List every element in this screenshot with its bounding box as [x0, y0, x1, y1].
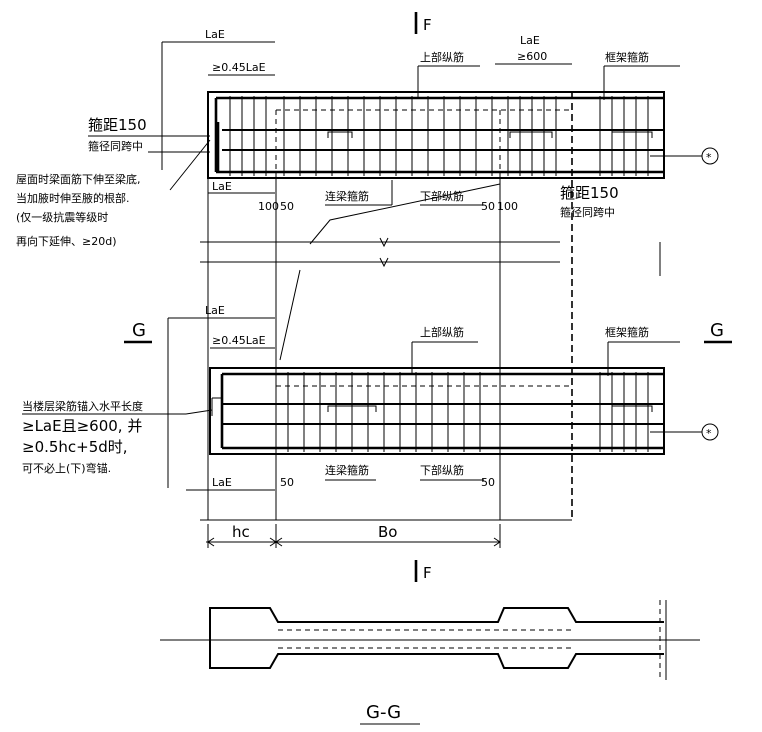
upper-dim-100-right: 100 — [497, 200, 518, 213]
lower-coupling-stirrup-label: 连梁箍筋 — [325, 463, 369, 477]
lower-lae-top-label: LaE — [205, 304, 225, 317]
floor-note-line-2: ≥LaE且≥600, 并 — [22, 417, 142, 435]
lower-dim-50-right: 50 — [481, 476, 495, 489]
lower-top-bar-label: 上部纵筋 — [420, 325, 464, 339]
floor-note: 当楼层梁筋锚入水平长度 ≥LaE且≥600, 并 ≥0.5hc+5d时, 可不必… — [22, 399, 213, 475]
upper-lae-right-label: LaE — [520, 34, 540, 47]
upper-stirrup-spacing-right-label: 箍距150 — [560, 184, 619, 202]
floor-note-line-3: ≥0.5hc+5d时, — [22, 438, 128, 456]
upper-stirrups — [229, 96, 649, 176]
floor-note-line-4: 可不必上(下)弯锚. — [22, 461, 111, 475]
lower-lae-bottom-label: LaE — [212, 476, 232, 489]
section-mark-f-bottom: F — [414, 560, 432, 582]
upper-top-bar-label: 上部纵筋 — [420, 50, 464, 64]
lower-bottom-bar-label: 下部纵筋 — [420, 463, 464, 477]
roof-note-line-1: 屋面时梁面筋下伸至梁底, — [16, 172, 141, 186]
upper-callout-star: * — [706, 151, 712, 164]
floor-note-line-1: 当楼层梁筋锚入水平长度 — [22, 399, 143, 413]
lower-callout-star: * — [706, 427, 712, 440]
upper-stirrup-diameter-left-label: 箍径同跨中 — [88, 139, 143, 153]
upper-coupling-stirrup-label: 连梁箍筋 — [325, 189, 369, 203]
roof-note-line-4: 再向下延伸、≥20d) — [16, 234, 117, 248]
upper-dim-50-left: 50 — [280, 200, 294, 213]
dim-bo-label: Bo — [378, 523, 397, 541]
lower-stirrups — [287, 372, 649, 452]
upper-lae600-label: ≥600 — [517, 50, 547, 63]
upper-dim-100-left: 100 — [258, 200, 279, 213]
section-mark-g-left-label: G — [132, 320, 146, 341]
section-mark-f-top: F — [414, 12, 432, 34]
section-mark-f-bottom-label: F — [423, 564, 432, 582]
upper-lae045-label: ≥0.45LaE — [212, 61, 266, 74]
lower-lae045-label: ≥0.45LaE — [212, 334, 266, 347]
roof-note-line-3: (仅一级抗震等级时 — [16, 210, 108, 224]
roof-note-line-2: 当加腋时伸至腋的根部. — [16, 191, 130, 205]
lower-dim-50-left: 50 — [280, 476, 294, 489]
upper-stirrup-spacing-left-label: 箍距150 — [88, 116, 147, 134]
lower-frame-stirrup-label: 框架箍筋 — [605, 325, 649, 339]
gg-plan-section: G-G — [160, 600, 700, 725]
upper-elevation: LaE ≥0.45LaE LaE ≥600 — [88, 28, 719, 520]
section-mark-g-right-label: G — [710, 320, 724, 341]
upper-frame-stirrup-label: 框架箍筋 — [605, 50, 649, 64]
roof-note: 屋面时梁面筋下伸至梁底, 当加腋时伸至腋的根部. (仅一级抗震等级时 再向下延伸… — [16, 139, 501, 361]
section-gg-title: G-G — [366, 702, 401, 723]
section-mark-g: G G — [124, 320, 732, 344]
dim-hc-label: hc — [232, 523, 250, 541]
upper-dim-50-right: 50 — [481, 200, 495, 213]
lower-elevation: LaE ≥0.45LaE — [167, 304, 719, 521]
span-dimensions: hc Bo — [206, 523, 501, 548]
upper-lae-top-label: LaE — [205, 28, 225, 41]
upper-lae-bottom-label: LaE — [212, 180, 232, 193]
section-mark-f-top-label: F — [423, 16, 432, 34]
upper-stirrup-diameter-right-label: 箍径同跨中 — [560, 205, 615, 219]
